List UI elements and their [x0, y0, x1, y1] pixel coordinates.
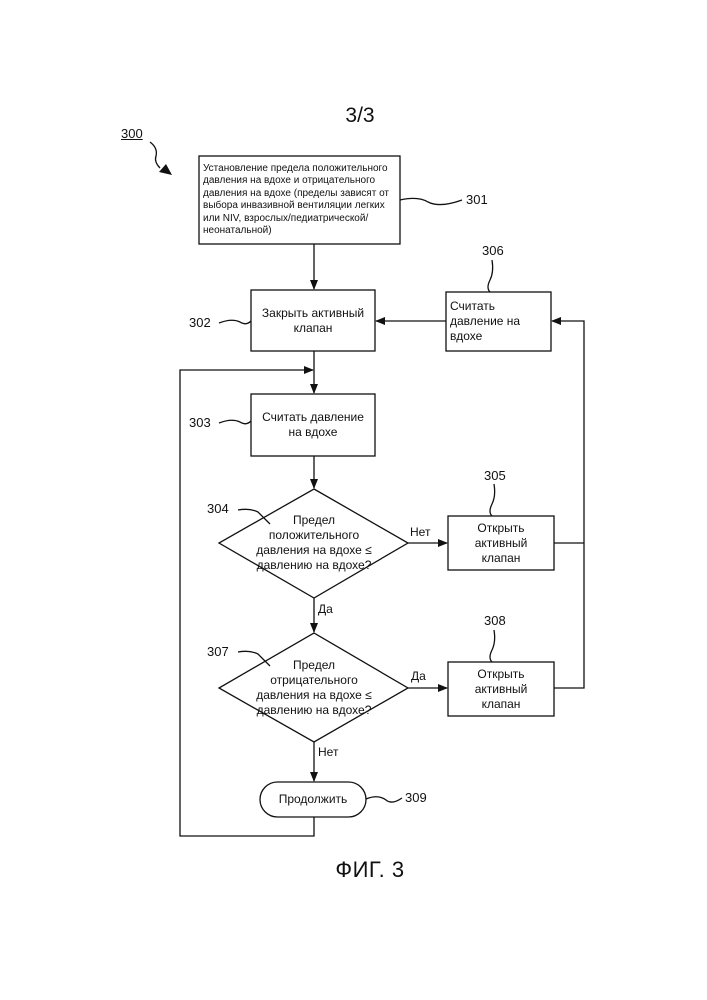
step-304-text: Предел положительного давления на вдохе …	[254, 505, 374, 581]
ref-305: 305	[484, 468, 506, 483]
ref-308: 308	[484, 613, 506, 628]
ref-304: 304	[207, 501, 229, 516]
step-305-text: Открыть активный клапан	[466, 518, 536, 568]
sheet-number: 3/3	[330, 104, 390, 128]
ref-300: 300	[121, 126, 143, 141]
step-303-text: Считать давление на вдохе	[256, 396, 370, 454]
leader-309	[366, 797, 402, 802]
ref-306: 306	[482, 243, 504, 258]
ref-302: 302	[189, 315, 211, 330]
line-308-to-loop	[552, 321, 584, 688]
leader-308	[490, 630, 495, 662]
arrowhead-300	[159, 164, 172, 175]
ref-309: 309	[405, 790, 427, 805]
leader-302	[219, 320, 251, 324]
step-309-text: Продолжить	[262, 783, 364, 816]
leader-306	[488, 260, 493, 292]
leader-301	[400, 198, 462, 204]
edge-label-304-no: Нет	[410, 525, 430, 539]
edge-label-307-yes: Да	[411, 669, 426, 683]
edge-label-304-yes: Да	[318, 602, 333, 616]
ref-301: 301	[466, 192, 488, 207]
edge-label-307-no: Нет	[318, 745, 338, 759]
leader-303	[219, 420, 251, 424]
leader-305	[490, 484, 495, 516]
step-307-text: Предел отрицательного давления на вдохе …	[254, 650, 374, 726]
figure-caption: ФИГ. 3	[300, 857, 440, 883]
step-306-text: Считать давление на вдохе	[450, 294, 547, 349]
step-308-text: Открыть активный клапан	[466, 664, 536, 714]
step-302-text: Закрыть активный клапан	[256, 292, 370, 349]
ref-307: 307	[207, 644, 229, 659]
step-301-text: Установление предела положительного давл…	[203, 158, 397, 242]
leader-300	[150, 142, 160, 168]
ref-303: 303	[189, 415, 211, 430]
